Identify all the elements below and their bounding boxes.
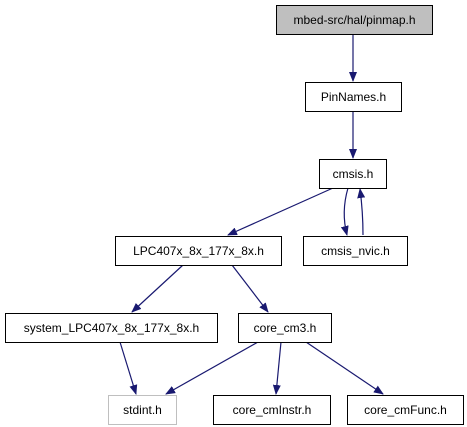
edge-lpc407x-to-core_cm3 <box>231 264 269 313</box>
node-core-cmfunc[interactable]: core_cmFunc.h <box>347 395 464 425</box>
edge-core_cm3-to-core_cmfunc <box>305 341 384 395</box>
node-label: core_cm3.h <box>254 321 317 335</box>
node-box <box>238 313 332 343</box>
node-pinnames[interactable]: PinNames.h <box>305 82 402 112</box>
node-label: core_cmInstr.h <box>233 403 312 417</box>
node-cmsis[interactable]: cmsis.h <box>319 159 387 189</box>
node-label: core_cmFunc.h <box>364 403 447 417</box>
edge-core_cm3-to-stdint <box>165 341 259 395</box>
node-box <box>5 313 218 343</box>
node-box <box>319 159 387 189</box>
edge-lpc407x-to-system_lpc <box>131 264 184 313</box>
node-lpc407x[interactable]: LPC407x_8x_177x_8x.h <box>115 236 282 266</box>
node-box <box>303 236 408 266</box>
node-system-lpc[interactable]: system_LPC407x_8x_177x_8x.h <box>5 313 218 343</box>
edges <box>119 34 384 395</box>
node-core-cm3[interactable]: core_cm3.h <box>238 313 332 343</box>
node-label: PinNames.h <box>321 90 386 104</box>
edge-core_cm3-to-core_cminstr <box>272 341 282 395</box>
node-box <box>115 236 282 266</box>
node-stdint: stdint.h <box>108 395 177 425</box>
node-box <box>347 395 464 425</box>
edge-cmsis-to-cmsis_nvic <box>340 187 349 236</box>
edge-cmsis_nvic-to-cmsis <box>357 188 366 236</box>
node-box <box>305 82 402 112</box>
node-label: stdint.h <box>123 403 162 417</box>
node-box <box>276 5 433 35</box>
node-label: mbed-src/hal/pinmap.h <box>293 13 415 27</box>
edge-cmsis-to-lpc407x <box>227 187 334 236</box>
node-core-cminstr[interactable]: core_cmInstr.h <box>213 395 331 425</box>
node-cmsis-nvic[interactable]: cmsis_nvic.h <box>303 236 408 266</box>
edge-system_lpc-to-stdint <box>119 341 138 395</box>
node-box <box>213 395 331 425</box>
node-box <box>108 395 177 425</box>
node-pinmap[interactable]: mbed-src/hal/pinmap.h <box>276 5 433 35</box>
node-label: cmsis.h <box>333 167 374 181</box>
node-label: cmsis_nvic.h <box>321 244 390 258</box>
node-label: system_LPC407x_8x_177x_8x.h <box>24 321 199 335</box>
node-label: LPC407x_8x_177x_8x.h <box>133 244 264 258</box>
